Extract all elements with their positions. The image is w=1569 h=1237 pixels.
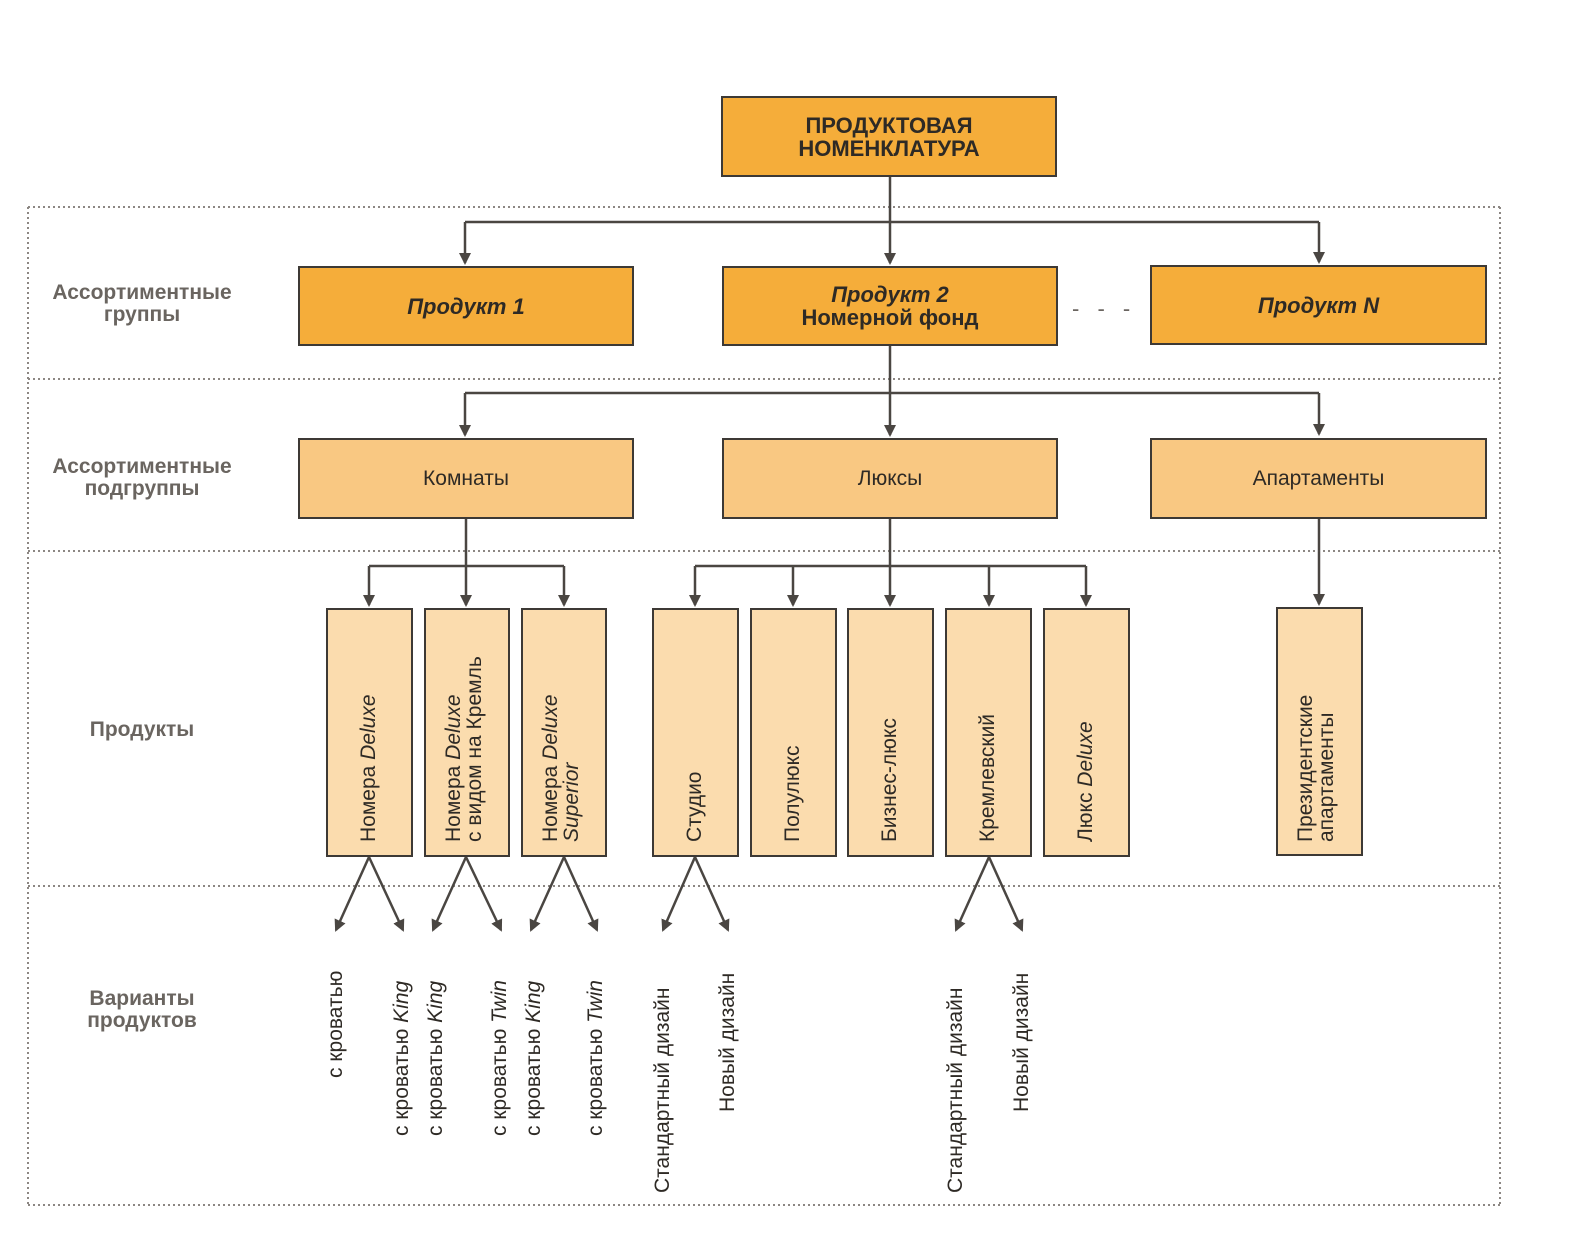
product-box-deluxe (326, 608, 413, 857)
group-box-product-1: Продукт 1 (298, 266, 634, 346)
product-box-junior-suite (750, 608, 837, 857)
row-label-products: Продукты (89, 718, 195, 741)
product-label-presidential: Президентские апартаменты (1294, 694, 1338, 842)
subgroup-box-apartments: Апартаменты (1150, 438, 1487, 519)
product-label-suite-deluxe: Люкс Deluxe (1074, 721, 1097, 842)
variant-label-new-design-2: Новый дизайн (1010, 972, 1033, 1112)
groups-ellipsis: - - - (1072, 296, 1137, 321)
subgroup-box-suites: Люксы (722, 438, 1058, 519)
root-line1: ПРОДУКТОВАЯ (805, 112, 973, 138)
product-label-kremlin-suite: Кремлевский (976, 713, 999, 842)
variant-label-bed-king-3: с кроватью King (522, 980, 545, 1136)
variant-label-standard-design-1: Стандартный дизайн (651, 987, 674, 1193)
product-box-studio (652, 608, 739, 857)
variant-label-standard-design-2: Стандартный дизайн (944, 987, 967, 1193)
variant-label-bed-twin-2: с кроватью Twin (584, 980, 607, 1136)
variant-label-bed-twin-1: с кроватью Twin (488, 980, 511, 1136)
connectors (334, 177, 1325, 932)
product-box-suite-deluxe (1043, 608, 1130, 857)
group-box-product-n: Продукт N (1150, 265, 1487, 345)
group-box-product-2: Продукт 2 Номерной фонд (722, 266, 1058, 346)
product-box-deluxe-kremlin (424, 608, 510, 857)
root-box: ПРОДУКТОВАЯ НОМЕНКЛАТУРА (721, 96, 1057, 177)
subgroup-box-rooms: Комнаты (298, 438, 634, 519)
product-label-deluxe-superior: Номера Deluxe Superior (539, 694, 583, 842)
variant-label-bed-king-1: с кроватью King (390, 980, 413, 1136)
product-box-kremlin-suite (945, 608, 1032, 857)
product-box-business-suite (847, 608, 934, 857)
variant-label-bed-king-2: с кроватью King (424, 980, 447, 1136)
variant-label-bed: с кроватью (324, 970, 347, 1078)
variant-label-new-design-1: Новый дизайн (716, 972, 739, 1112)
root-line2: НОМЕНКЛАТУРА (798, 135, 980, 161)
product-label-junior-suite: Полулюкс (781, 745, 804, 842)
product-label-deluxe: Номера Deluxe (357, 694, 380, 842)
product-label-deluxe-kremlin: Номера Deluxe с видом на Кремль (442, 656, 486, 842)
product-box-deluxe-superior (521, 608, 607, 857)
product-box-presidential (1276, 607, 1363, 856)
product-label-studio: Студио (683, 771, 706, 843)
row-separators (27, 206, 1501, 1206)
product-label-business-suite: Бизнес-люкс (878, 718, 901, 842)
